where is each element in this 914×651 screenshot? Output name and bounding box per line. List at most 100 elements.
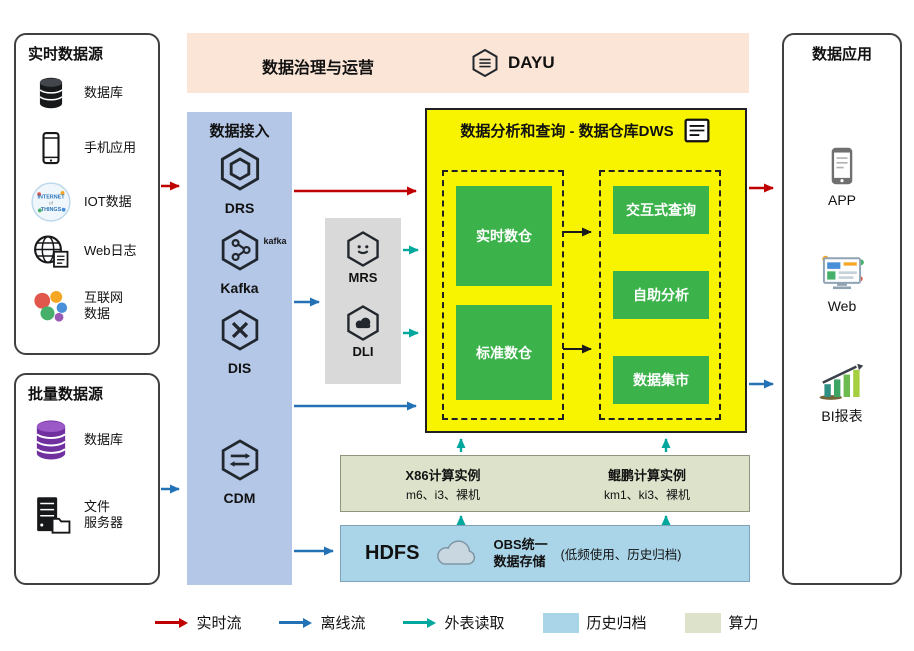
internet-data-icon [26, 285, 76, 327]
source-item-label: 互联网 数据 [84, 289, 124, 321]
legend-arrow-external [403, 617, 437, 628]
legend-item-offline-flow: 离线流 [279, 612, 365, 633]
legend-item-external-read: 外表读取 [403, 612, 505, 633]
ingestion-column: 数据接入 DRS [187, 112, 292, 585]
service-dis: DIS [187, 308, 292, 376]
applications-panel: 数据应用 APP [782, 33, 902, 585]
governance-banner: 数据治理与运营 DAYU [187, 33, 749, 93]
app-item-web: Web [784, 253, 900, 314]
source-item-label: 数据库 [84, 84, 124, 100]
service-data-mart: 数据集市 [613, 356, 709, 404]
service-dli: DLI [325, 304, 401, 359]
hdfs-label: HDFS [365, 542, 420, 564]
obs-storage-note: (低频使用、历史归档) [560, 548, 682, 562]
app-phone-icon [817, 145, 867, 187]
compute-x86-models: m6、i3、裸机 [405, 487, 480, 502]
source-item-label: Web日志 [84, 242, 137, 258]
source-item-database-batch: 数据库 [26, 417, 123, 463]
legend-item-compute-power: 算力 [684, 612, 759, 633]
warehouse-realtime: 实时数仓 [456, 186, 552, 286]
source-item-mobile: 手机应用 [26, 129, 136, 167]
obs-storage-label: OBS统一 数据存储 [493, 537, 548, 569]
source-item-label: 文件 服务器 [84, 498, 124, 530]
dws-box: 数据分析和查询 - 数据仓库DWS 实时数仓 标准数仓 交互式查询 自助分析 [425, 108, 747, 433]
processing-box: MRS DLI [325, 218, 401, 384]
legend-label: 算力 [728, 615, 759, 632]
app-item-label: Web [827, 298, 857, 314]
file-server-icon [26, 495, 76, 535]
legend: 实时流 离线流 外表读取 历史归档 算力 [0, 612, 914, 633]
applications-title: 数据应用 [811, 46, 872, 63]
dayu-logo: DAYU [470, 48, 555, 78]
compute-bar: X86计算实例 m6、i3、裸机 鲲鹏计算实例 km1、ki3、裸机 [340, 455, 750, 512]
compute-kunpeng-title: 鲲鹏计算实例 [607, 467, 686, 483]
bi-report-icon [817, 361, 867, 401]
kafka-hexagon-icon: kafka [218, 228, 287, 277]
source-item-label: IOT数据 [84, 193, 132, 209]
storage-bar: HDFS OBS统一 数据存储 (低频使用、历史归档) [340, 525, 750, 582]
service-label: MRS [348, 270, 378, 285]
service-label: 交互式查询 [626, 202, 696, 218]
service-label: DIS [227, 360, 252, 376]
compute-kunpeng-models: km1、ki3、裸机 [603, 487, 690, 502]
globe-document-icon [26, 233, 76, 269]
legend-item-realtime-flow: 实时流 [155, 612, 241, 633]
service-cdm: CDM [187, 438, 292, 506]
compute-kunpeng: 鲲鹏计算实例 km1、ki3、裸机 [545, 456, 749, 511]
dws-warehouse-group: 实时数仓 标准数仓 [442, 170, 564, 420]
service-label: DLI [352, 344, 374, 359]
ingestion-title: 数据接入 [209, 123, 270, 140]
compute-x86-title: X86计算实例 [405, 467, 481, 483]
database-icon [26, 75, 76, 111]
warehouse-standard: 标准数仓 [456, 305, 552, 400]
service-mrs: MRS [325, 230, 401, 285]
iot-icon: INTERNET of THINGS [26, 181, 76, 223]
dws-service-group: 交互式查询 自助分析 数据集市 [599, 170, 721, 420]
legend-label: 离线流 [320, 615, 366, 632]
app-item-label: APP [827, 192, 856, 208]
database-purple-icon [26, 417, 76, 463]
dis-hexagon-icon [218, 308, 262, 357]
legend-label: 历史归档 [586, 615, 647, 632]
dws-title-row: 数据分析和查询 - 数据仓库DWS [427, 118, 745, 143]
dayu-hexagon-icon [470, 48, 500, 78]
legend-swatch-compute [684, 612, 721, 633]
svg-text:INTERNET: INTERNET [37, 195, 65, 201]
legend-arrow-offline [279, 617, 313, 628]
svg-text:THINGS: THINGS [41, 207, 62, 213]
obs-cloud-icon [432, 539, 480, 569]
batch-sources-panel: 批量数据源 数据库 文件 服务器 [14, 373, 160, 585]
legend-label: 外表读取 [444, 615, 505, 632]
dayu-label: DAYU [508, 53, 555, 72]
cdm-hexagon-icon [218, 438, 262, 487]
kafka-wordmark: kafka [263, 236, 287, 246]
source-item-internet-data: 互联网 数据 [26, 285, 123, 327]
source-item-database: 数据库 [26, 75, 123, 111]
realtime-sources-title: 实时数据源 [28, 46, 104, 63]
dli-hexagon-icon [343, 304, 383, 342]
service-label: DRS [224, 200, 255, 216]
source-item-weblog: Web日志 [26, 233, 137, 269]
service-drs: DRS [187, 146, 292, 216]
source-item-iot: INTERNET of THINGS IOT数据 [26, 181, 132, 223]
app-item-label: BI报表 [821, 408, 863, 424]
mrs-hexagon-icon [343, 230, 383, 268]
legend-swatch-history [542, 612, 579, 633]
batch-sources-title: 批量数据源 [28, 386, 104, 403]
service-label: Kafka [220, 280, 259, 296]
warehouse-label: 实时数仓 [476, 228, 532, 244]
drs-hexagon-icon [217, 146, 263, 197]
legend-arrow-realtime [155, 617, 189, 628]
svg-text:of: of [49, 200, 54, 206]
document-list-icon [682, 118, 712, 143]
source-item-file-server: 文件 服务器 [26, 495, 123, 535]
governance-title: 数据治理与运营 [262, 60, 375, 77]
app-item-app: APP [784, 145, 900, 208]
service-kafka: kafka Kafka [187, 228, 292, 296]
source-item-label: 手机应用 [84, 139, 137, 155]
service-label: CDM [223, 490, 256, 506]
source-item-label: 数据库 [84, 431, 124, 447]
realtime-sources-panel: 实时数据源 数据库 手机应用 [14, 33, 160, 355]
service-self-analysis: 自助分析 [613, 271, 709, 319]
